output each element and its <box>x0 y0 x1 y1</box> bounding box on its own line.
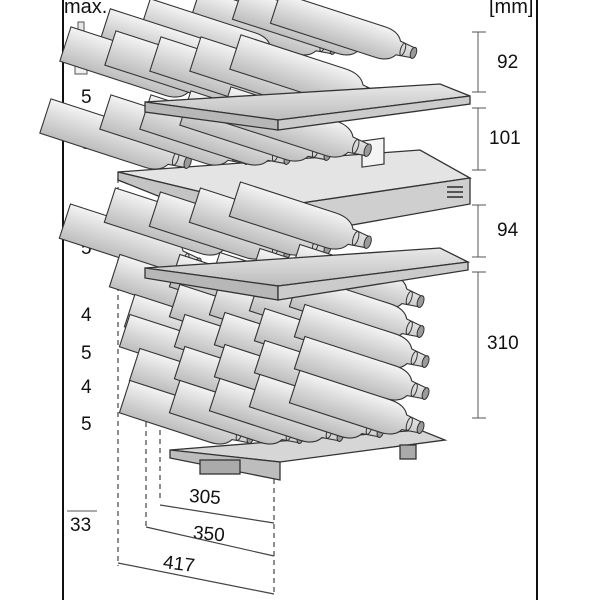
height-dimension-lines <box>472 31 486 419</box>
max-label: max. <box>64 0 108 18</box>
frame-right-border <box>536 0 538 600</box>
wine-bottle <box>288 369 425 435</box>
total-count: 33 <box>70 515 92 536</box>
frame-left-border <box>62 0 64 600</box>
depth-dimension-lines <box>117 504 275 595</box>
unit-label: [mm] <box>489 0 534 18</box>
count-row-1: 5 <box>81 87 92 108</box>
wine-bottle <box>228 181 372 250</box>
shelves <box>144 83 471 301</box>
count-row-6: 4 <box>81 377 92 398</box>
count-row-7: 5 <box>81 414 92 435</box>
height-dim-101: 101 <box>489 128 521 149</box>
height-dim-92: 92 <box>497 52 519 73</box>
count-row-3: 5 <box>81 238 92 259</box>
wine-bottle <box>269 0 418 60</box>
bottles-layer <box>39 0 430 445</box>
count-row-4: 4 <box>81 305 92 326</box>
height-dim-310: 310 <box>487 333 519 354</box>
height-dim-94: 94 <box>497 220 519 241</box>
count-row-5: 5 <box>81 343 92 364</box>
